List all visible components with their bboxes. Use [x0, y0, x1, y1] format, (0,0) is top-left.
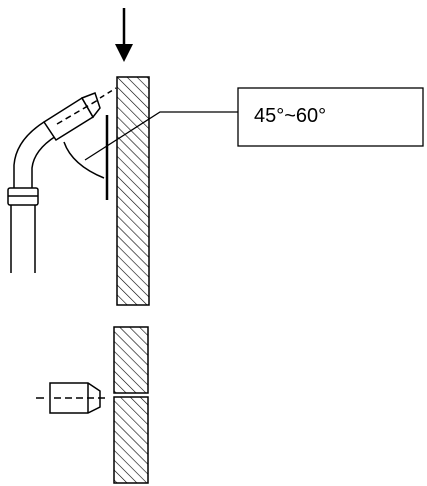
angle-callout-box [237, 87, 424, 147]
lower-plate-top [113, 326, 149, 394]
welding-nozzle-icon [36, 382, 106, 414]
callout-leader-line [84, 111, 238, 161]
welding-torch-icon [7, 87, 117, 273]
lower-plate-bottom [113, 396, 149, 484]
upper-plate [116, 76, 150, 306]
angle-arc [63, 141, 105, 179]
down-arrow-icon [115, 8, 133, 62]
angle-callout-label: 45°~60° [254, 105, 326, 127]
